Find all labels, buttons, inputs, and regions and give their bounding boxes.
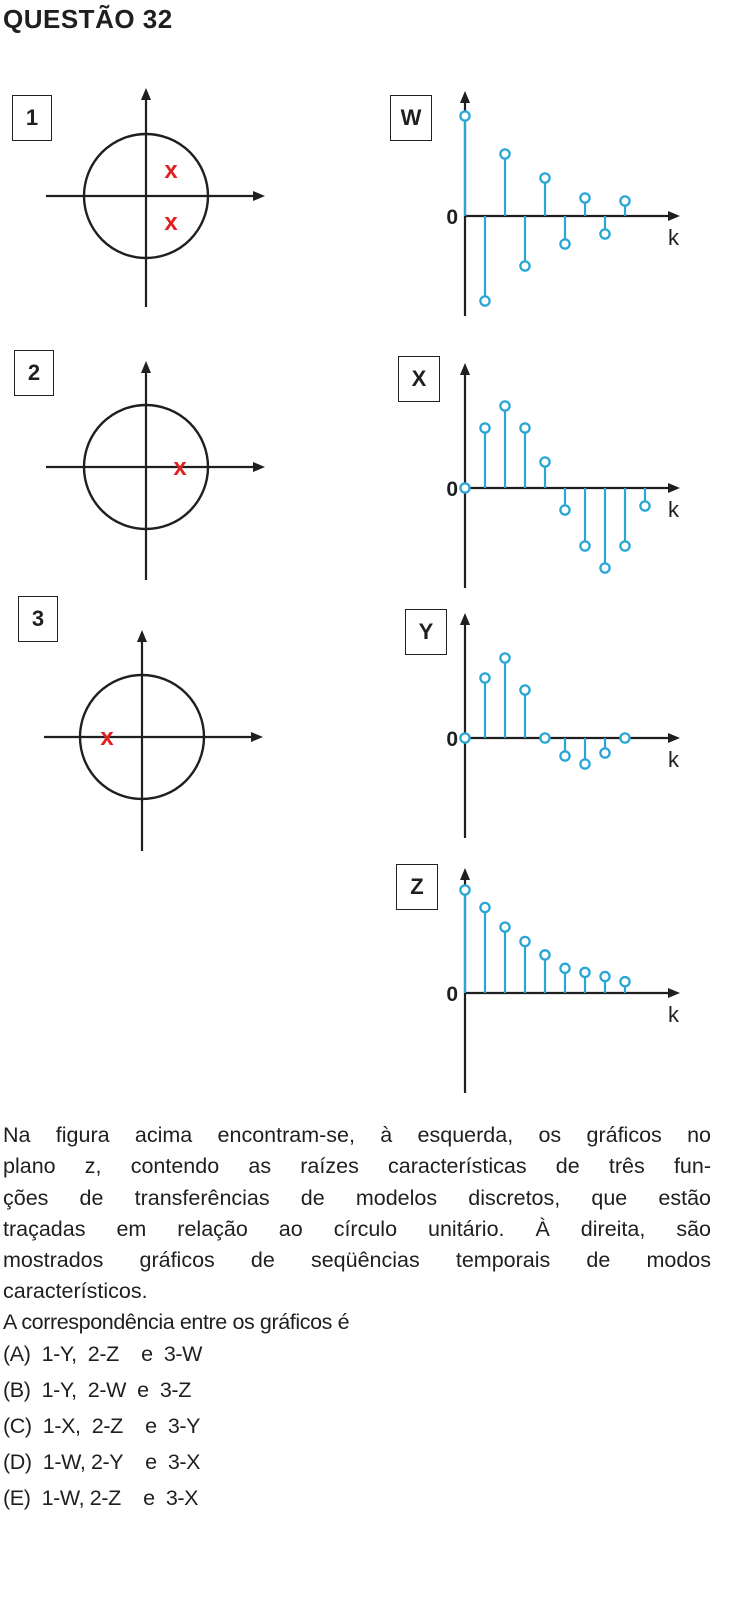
stem-marker bbox=[479, 672, 491, 684]
k-axis-arrow bbox=[668, 483, 680, 493]
stem-marker bbox=[579, 966, 591, 979]
option-e[interactable]: (E) 1-W, 2-Z e 3-X bbox=[3, 1486, 199, 1510]
stem-marker bbox=[539, 732, 551, 744]
stem-marker bbox=[539, 949, 551, 961]
y-axis-arrow bbox=[460, 363, 470, 375]
stem-marker bbox=[619, 195, 631, 207]
y-axis-arrow bbox=[460, 868, 470, 880]
question-paragraph: Na figura acima encontram-se, à esquerda… bbox=[3, 1120, 711, 1308]
root-marker: x bbox=[164, 209, 178, 236]
stem-marker bbox=[479, 901, 491, 914]
plot-label-Y: Y bbox=[405, 609, 447, 655]
z-plane-plot-1: x x bbox=[46, 88, 265, 307]
stem-marker bbox=[599, 970, 611, 983]
option-d[interactable]: (D) 1-W, 2-Y e 3-X bbox=[3, 1450, 201, 1474]
stem-marker bbox=[579, 758, 591, 770]
plot-label-1: 1 bbox=[12, 95, 52, 141]
stem-marker bbox=[459, 732, 471, 744]
stem-marker bbox=[499, 921, 511, 933]
sequence-plot-X: 0k bbox=[446, 363, 680, 588]
stem-marker bbox=[559, 962, 571, 975]
stem-marker bbox=[519, 422, 531, 434]
stem-marker bbox=[579, 192, 591, 204]
zero-label: 0 bbox=[446, 478, 458, 501]
stem-marker bbox=[499, 400, 511, 412]
stem-marker bbox=[619, 975, 631, 988]
plot-label-Z: Z bbox=[396, 864, 438, 910]
stem-marker bbox=[559, 238, 571, 250]
k-axis-arrow bbox=[668, 211, 680, 221]
root-marker: x bbox=[173, 454, 187, 481]
stem-marker bbox=[599, 562, 611, 574]
plot-label-X: X bbox=[398, 356, 440, 402]
root-marker: x bbox=[100, 724, 114, 751]
sequence-plot-Z: 0k bbox=[446, 868, 680, 1093]
stem-marker bbox=[499, 148, 511, 160]
stem-marker bbox=[559, 504, 571, 516]
option-b[interactable]: (B) 1-Y, 2-W e 3-Z bbox=[3, 1378, 191, 1402]
k-axis-arrow bbox=[668, 988, 680, 998]
paragraph-line: plano z, contendo as raízes característi… bbox=[3, 1154, 711, 1179]
k-axis-arrow bbox=[668, 733, 680, 743]
paragraph-line: ções de transferências de modelos discre… bbox=[3, 1185, 711, 1210]
option-c[interactable]: (C) 1-X, 2-Z e 3-Y bbox=[3, 1414, 201, 1438]
stem-marker bbox=[499, 652, 511, 664]
y-axis-arrow bbox=[460, 91, 470, 103]
k-axis-label: k bbox=[668, 225, 680, 250]
paragraph-line: traçadas em relação ao círculo unitário.… bbox=[3, 1216, 711, 1241]
question-prompt: A correspondência entre os gráficos é bbox=[3, 1310, 350, 1334]
plot-label-W: W bbox=[390, 95, 432, 141]
stem-marker bbox=[579, 540, 591, 552]
k-axis-label: k bbox=[668, 497, 680, 522]
paragraph-line: Na figura acima encontram-se, à esquerda… bbox=[3, 1123, 711, 1147]
stem-marker bbox=[459, 110, 471, 122]
k-axis-label: k bbox=[668, 747, 680, 772]
stem-marker bbox=[619, 540, 631, 552]
paragraph-line: mostrados gráficos de seqüências tempora… bbox=[3, 1248, 711, 1273]
zero-label: 0 bbox=[446, 206, 458, 229]
zero-label: 0 bbox=[446, 728, 458, 751]
stem-marker bbox=[459, 482, 471, 494]
stem-marker bbox=[519, 684, 531, 696]
option-a[interactable]: (A) 1-Y, 2-Z e 3-W bbox=[3, 1342, 203, 1366]
question-title: QUESTÃO 32 bbox=[3, 4, 173, 34]
stem-marker bbox=[599, 228, 611, 240]
stem-marker bbox=[479, 295, 491, 307]
stem-marker bbox=[519, 260, 531, 272]
stem-marker bbox=[519, 935, 531, 948]
stem-marker bbox=[559, 750, 571, 762]
stem-marker bbox=[619, 732, 631, 744]
stem-marker bbox=[459, 884, 471, 896]
stem-marker bbox=[479, 422, 491, 434]
sequence-plot-Y: 0k bbox=[446, 613, 680, 838]
stem-marker bbox=[539, 456, 551, 468]
plot-label-3: 3 bbox=[18, 596, 58, 642]
stem-marker bbox=[539, 172, 551, 184]
paragraph-line: característicos. bbox=[3, 1279, 148, 1304]
z-plane-plot-3: x bbox=[44, 630, 263, 851]
k-axis-label: k bbox=[668, 1002, 680, 1027]
z-plane-plot-2: x bbox=[46, 361, 265, 580]
zero-label: 0 bbox=[446, 983, 458, 1006]
stem-marker bbox=[639, 500, 651, 512]
plot-label-2: 2 bbox=[14, 350, 54, 396]
root-marker: x bbox=[164, 157, 178, 184]
y-axis-arrow bbox=[460, 613, 470, 625]
stem-marker bbox=[599, 747, 611, 759]
sequence-plot-W: 0k bbox=[446, 91, 680, 316]
